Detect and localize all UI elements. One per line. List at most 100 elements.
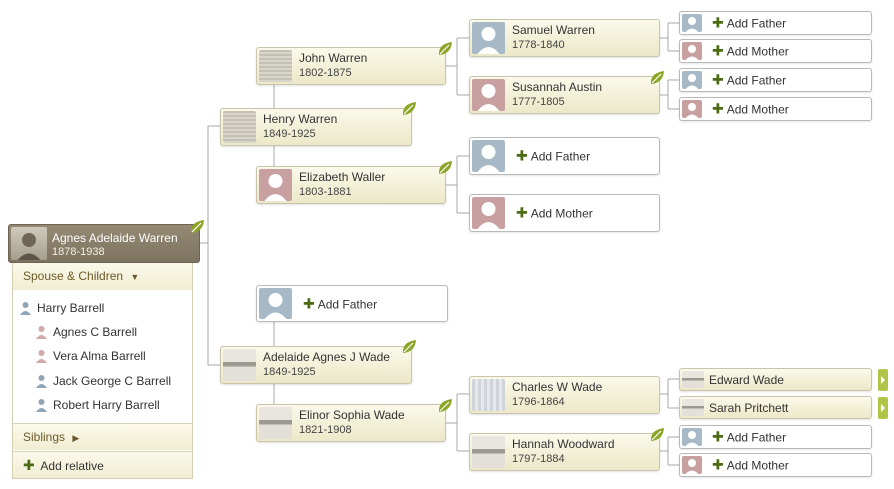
male-silhouette-icon xyxy=(472,22,505,54)
person-dates: 1796-1864 xyxy=(512,396,565,408)
hint-leaf-icon[interactable] xyxy=(401,338,418,355)
person-name: Henry Warren xyxy=(263,112,338,126)
male-silhouette-icon xyxy=(472,140,505,172)
plus-icon: ✚ xyxy=(712,14,724,31)
person-photo xyxy=(223,349,256,381)
person-name: Adelaide Agnes J Wade xyxy=(263,350,390,364)
chevron-down-icon: ▼ xyxy=(130,272,140,282)
female-silhouette-icon xyxy=(259,169,292,201)
male-person-icon xyxy=(36,375,47,388)
person-photo xyxy=(472,379,505,411)
family-panel: Spouse & Children ▼ Harry Barrell Agnes … xyxy=(12,263,193,479)
person-dates: 1821-1908 xyxy=(299,424,352,436)
add-mother-button[interactable]: ✚Add Mother xyxy=(679,97,872,121)
paternal-grandfather-card[interactable]: John Warren 1802-1875 xyxy=(256,47,446,85)
siblings-toggle[interactable]: Siblings ▶ xyxy=(13,423,192,450)
add-father-button[interactable]: ✚Add Father xyxy=(679,11,872,35)
spouse-children-toggle[interactable]: Spouse & Children ▼ xyxy=(13,263,192,290)
person-name: Elizabeth Waller xyxy=(299,170,386,184)
focus-person-name: Agnes Adelaide Warren xyxy=(52,231,178,245)
child-link[interactable]: Robert Harry Barrell xyxy=(53,398,160,412)
hint-leaf-icon[interactable] xyxy=(437,397,454,414)
person-photo xyxy=(472,436,505,468)
female-person-icon xyxy=(36,350,47,363)
hint-leaf-icon[interactable] xyxy=(437,159,454,176)
maternal-grandmother-card[interactable]: Elinor Sophia Wade 1821-1908 xyxy=(256,404,446,442)
plus-icon: ✚ xyxy=(516,204,528,221)
person-name: Sarah Pritchett xyxy=(709,401,789,415)
expand-right-arrow-icon[interactable] xyxy=(878,369,888,391)
person-name: Charles W Wade xyxy=(512,380,603,394)
male-person-icon xyxy=(20,302,31,315)
father-card[interactable]: Henry Warren 1849-1925 xyxy=(220,108,412,146)
plus-icon: ✚ xyxy=(712,428,724,445)
add-father-button[interactable]: ✚Add Father xyxy=(679,68,872,92)
paternal-grandmother-card[interactable]: Elizabeth Waller 1803-1881 xyxy=(256,166,446,204)
add-mother-button[interactable]: ✚Add Mother xyxy=(679,39,872,63)
add-mother-button[interactable]: ✚Add Mother xyxy=(469,194,660,232)
person-name: Susannah Austin xyxy=(512,80,603,94)
plus-icon: ✚ xyxy=(712,456,724,473)
person-name: Elinor Sophia Wade xyxy=(299,408,405,422)
person-photo xyxy=(259,50,292,82)
person-dates: 1803-1881 xyxy=(299,186,352,198)
person-name: Hannah Woodward xyxy=(512,437,615,451)
plus-icon: ✚ xyxy=(303,295,315,311)
person-photo xyxy=(223,111,256,143)
add-maternal-grandfather-button[interactable]: ✚Add Father xyxy=(256,285,448,322)
expand-right-arrow-icon[interactable] xyxy=(878,397,888,419)
great-great-grandfather-card[interactable]: Edward Wade xyxy=(679,368,872,391)
focus-person-dates: 1878-1938 xyxy=(52,246,105,258)
add-relative-button[interactable]: ✚ Add relative xyxy=(13,451,192,478)
child-link[interactable]: Agnes C Barrell xyxy=(53,325,138,339)
plus-icon: ✚ xyxy=(712,100,724,117)
male-silhouette-icon xyxy=(682,14,702,32)
add-mother-button[interactable]: ✚Add Mother xyxy=(679,453,872,477)
spouse-link[interactable]: Harry Barrell xyxy=(37,301,105,315)
male-person-icon xyxy=(36,399,47,412)
person-dates: 1797-1884 xyxy=(512,453,565,465)
hint-leaf-icon[interactable] xyxy=(649,69,666,86)
great-grandfather-card[interactable]: Charles W Wade 1796-1864 xyxy=(469,376,660,414)
hint-leaf-icon[interactable] xyxy=(437,40,454,57)
mother-card[interactable]: Adelaide Agnes J Wade 1849-1925 xyxy=(220,346,412,384)
person-dates: 1849-1925 xyxy=(263,366,316,378)
great-great-grandmother-card[interactable]: Sarah Pritchett xyxy=(679,396,872,419)
female-silhouette-icon xyxy=(682,456,702,474)
plus-icon: ✚ xyxy=(712,42,724,59)
plus-icon: ✚ xyxy=(23,457,35,473)
chevron-right-icon: ▶ xyxy=(72,433,80,443)
person-name: John Warren xyxy=(299,51,368,65)
plus-icon: ✚ xyxy=(712,71,724,88)
female-silhouette-icon xyxy=(472,197,505,229)
person-name: Edward Wade xyxy=(709,373,784,387)
focus-person-card[interactable]: Agnes Adelaide Warren 1878-1938 xyxy=(8,224,200,263)
female-silhouette-icon xyxy=(682,42,702,60)
male-silhouette-icon xyxy=(682,71,702,89)
person-photo xyxy=(682,371,704,388)
hint-leaf-icon[interactable] xyxy=(189,218,206,235)
person-dates: 1849-1925 xyxy=(263,128,316,140)
person-dates: 1802-1875 xyxy=(299,67,352,79)
hint-leaf-icon[interactable] xyxy=(649,426,666,443)
female-silhouette-icon xyxy=(472,79,505,111)
female-silhouette-icon xyxy=(682,100,702,118)
great-grandmother-card[interactable]: Susannah Austin 1777-1805 xyxy=(469,76,660,114)
hint-leaf-icon[interactable] xyxy=(401,100,418,117)
great-grandmother-card[interactable]: Hannah Woodward 1797-1884 xyxy=(469,433,660,471)
person-dates: 1777-1805 xyxy=(512,96,565,108)
person-photo xyxy=(682,399,704,416)
plus-icon: ✚ xyxy=(516,147,528,164)
female-person-icon xyxy=(36,326,47,339)
person-photo xyxy=(259,407,292,439)
child-link[interactable]: Jack George C Barrell xyxy=(53,374,172,388)
person-dates: 1778-1840 xyxy=(512,39,565,51)
add-father-button[interactable]: ✚Add Father xyxy=(679,425,872,449)
person-name: Samuel Warren xyxy=(512,23,595,37)
great-grandfather-card[interactable]: Samuel Warren 1778-1840 xyxy=(469,19,660,57)
child-link[interactable]: Vera Alma Barrell xyxy=(53,349,146,363)
focus-person-photo xyxy=(11,227,47,260)
male-silhouette-icon xyxy=(682,428,702,446)
male-silhouette-icon xyxy=(259,288,292,319)
add-father-button[interactable]: ✚Add Father xyxy=(469,137,660,175)
